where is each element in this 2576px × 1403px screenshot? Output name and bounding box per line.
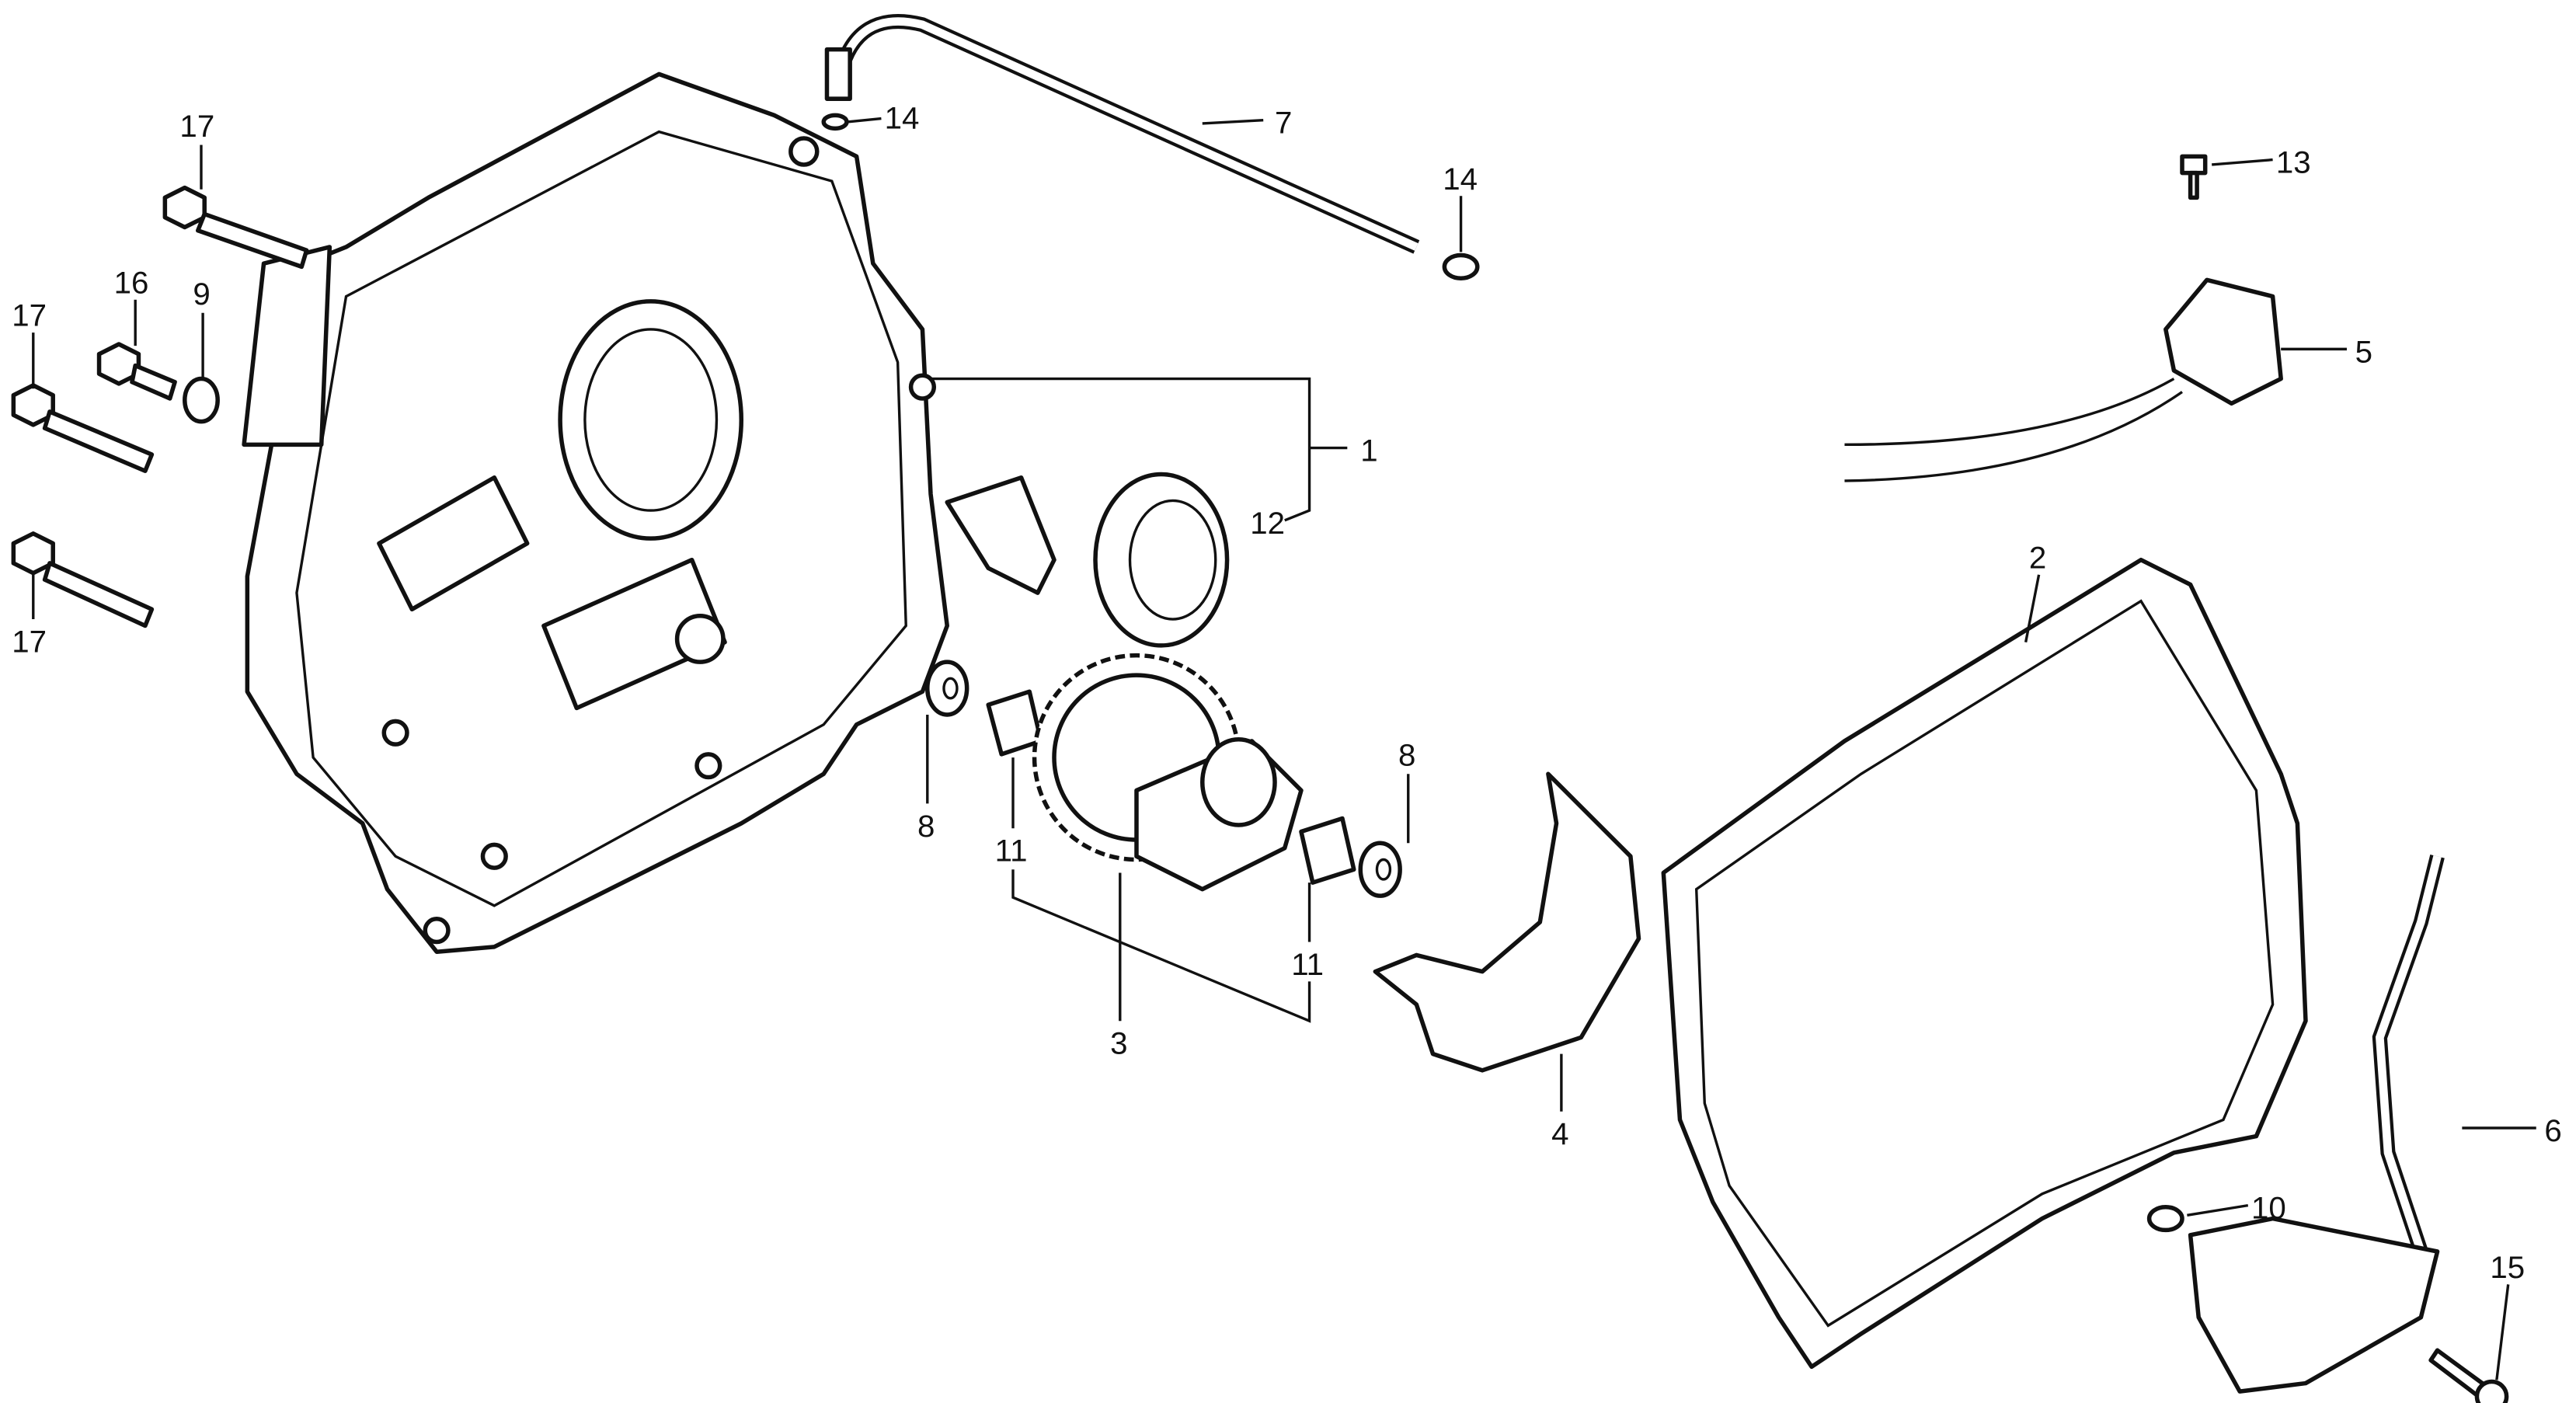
part-label: 9 — [193, 277, 210, 312]
part-label: 14 — [885, 100, 920, 135]
part-label: 14 — [1443, 162, 1478, 197]
breather-tube — [821, 14, 1480, 280]
part-label: 13 — [2276, 145, 2311, 180]
part-label: 7 — [1275, 106, 1292, 141]
bolts — [11, 185, 309, 628]
part-label: 1 — [1360, 433, 1377, 468]
part-label: 17 — [12, 298, 47, 333]
part-label: 8 — [917, 809, 935, 844]
part-label: 2 — [2029, 540, 2046, 575]
gasket — [1661, 557, 2308, 1370]
governor-gear-assembly — [925, 653, 1402, 898]
part-label: 6 — [2544, 1113, 2561, 1148]
part-label: 8 — [1398, 738, 1415, 773]
oil-level-switch — [1844, 154, 2283, 482]
crankcase-cover — [242, 71, 1057, 954]
leader-lines — [32, 117, 2536, 1380]
part-label: 3 — [1110, 1026, 1127, 1061]
part-label: 11 — [995, 834, 1028, 869]
part-label: 12 — [1250, 506, 1285, 541]
oil-seal — [1093, 472, 1230, 648]
part-label: 17 — [12, 624, 47, 659]
part-label: 17 — [179, 109, 214, 144]
part-label: 15 — [2490, 1250, 2525, 1285]
oil-drain-assembly — [2146, 854, 2509, 1403]
part-label: 16 — [114, 265, 149, 300]
part-label: 11 — [1291, 947, 1324, 982]
oil-guide-plate — [1373, 771, 1641, 1073]
part-label: 5 — [2355, 334, 2372, 369]
part-label: 4 — [1551, 1116, 1568, 1151]
part-label: 10 — [2251, 1191, 2286, 1226]
